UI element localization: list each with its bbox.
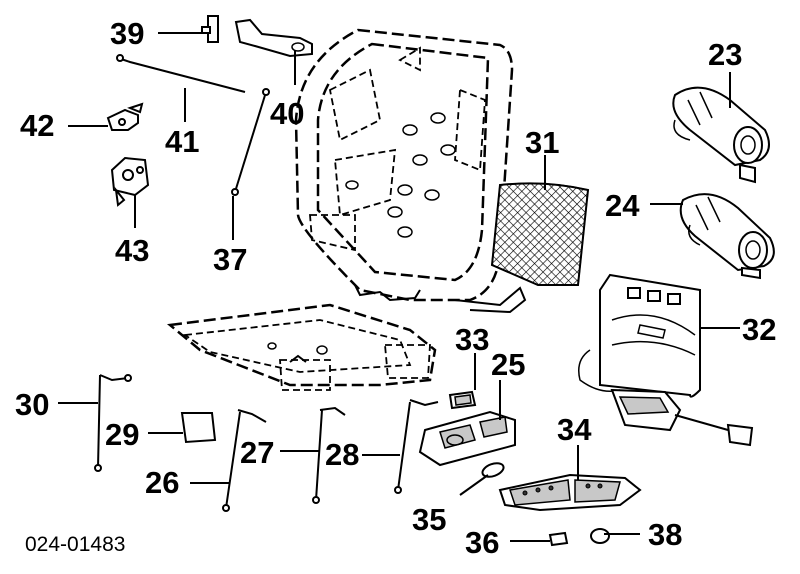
label-41: 41 [165,124,199,159]
cable-part-41 [116,54,246,93]
switch-part-25 [418,410,516,467]
label-35: 35 [412,502,446,537]
label-39: 39 [110,16,144,51]
clip-part-39 [201,15,219,43]
motor-part-24 [679,193,775,280]
diagram-code: 024-01483 [25,533,125,556]
net-pocket-part-31 [490,182,590,286]
label-25: 25 [491,347,525,382]
label-33: 33 [455,322,489,357]
label-28: 28 [325,437,359,472]
label-31: 31 [525,125,559,160]
knob-part-35 [481,462,505,478]
rod-part-38 [231,88,270,196]
label-24: 24 [605,188,640,223]
trim-part-34 [498,473,642,512]
label-40: 40 [270,96,304,131]
label-27: 27 [240,435,274,470]
pad-part-29 [180,412,217,444]
cable-part-26 [222,409,267,512]
callout-labels: 39 40 41 42 43 37 23 24 31 32 33 25 34 3… [15,16,776,560]
label-32: 32 [742,312,776,347]
label-34: 34 [557,412,592,447]
cable-part-28 [394,399,439,494]
label-42: 42 [20,108,54,143]
motor-part-23 [672,86,770,184]
label-26: 26 [145,465,179,500]
back-panel-part-32 [578,273,754,447]
latch-part-43 [110,156,150,207]
knob-part-37 [590,528,610,544]
label-29: 29 [105,417,139,452]
label-30: 30 [15,387,49,422]
seat-cushion-frame [166,303,437,391]
label-38: 37 [213,242,247,277]
cable-part-27 [312,406,346,504]
knob-part-36 [548,531,569,547]
bracket-part-42 [106,102,144,131]
cable-part-30 [94,374,132,472]
label-37: 38 [648,517,682,552]
label-36: 36 [465,525,499,560]
label-43: 43 [115,233,149,268]
lever-part-40 [234,18,313,58]
seat-back-frame [294,28,527,314]
label-23: 23 [708,37,742,72]
button-part-33 [448,390,477,410]
leader-lines [58,32,740,542]
